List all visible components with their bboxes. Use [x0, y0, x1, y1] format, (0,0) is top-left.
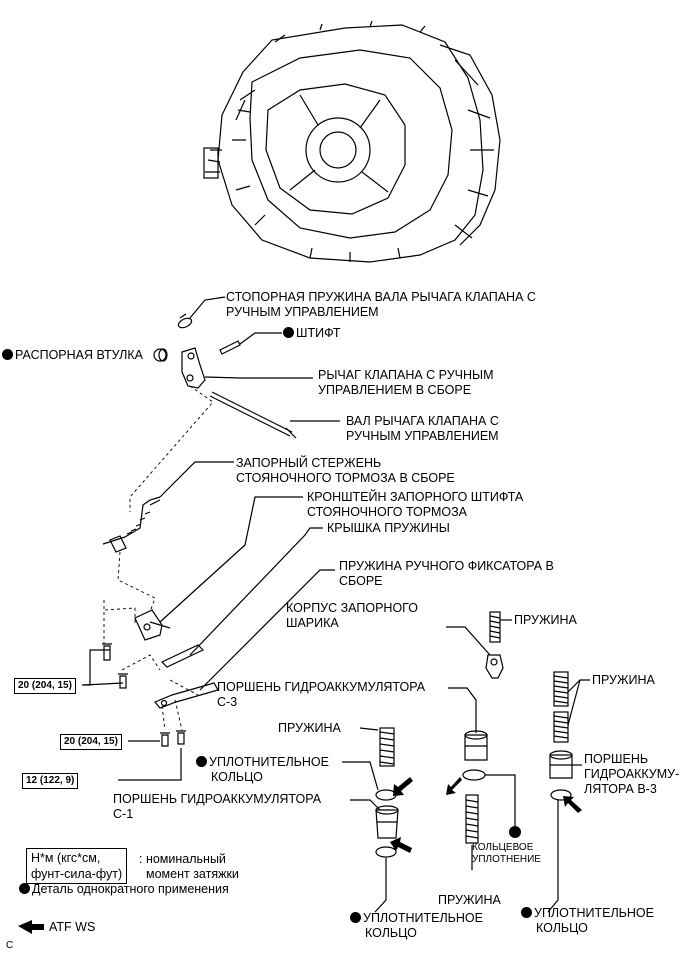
seal-ring-mid-upper-part [375, 789, 397, 801]
detent-spring-part [154, 682, 219, 709]
atf-arrow-1 [393, 777, 413, 796]
snap-ring-part [177, 313, 193, 329]
leader-piston-c3 [448, 687, 477, 733]
torque-spec-3: 12 (122, 9) [22, 773, 79, 789]
o-ring-non-reusable-dot [509, 826, 521, 838]
o-ring-part [462, 769, 486, 781]
piston-c1-part [375, 805, 399, 839]
lock-rod-part [102, 496, 161, 553]
label-spring-bottom: ПРУЖИНА [438, 893, 501, 907]
label-o-ring: КОЛЬЦЕВОЕ УПЛОТНЕНИЕ [472, 842, 541, 865]
label-spring-mid: ПРУЖИНА [278, 721, 341, 735]
spring-b3-lower-part [553, 711, 569, 743]
legend-unit-box: Н*м (кгс*см, фунт-сила-фут) [26, 848, 128, 884]
bolt-4 [176, 730, 186, 745]
ball-body-part [485, 654, 504, 679]
label-spring-right-1: ПРУЖИНА [514, 613, 577, 627]
leader-ball-body [446, 626, 491, 656]
spring-bottom-part [465, 794, 479, 844]
seal-ring-c1-part [375, 846, 397, 858]
label-detent-spring: ПРУЖИНА РУЧНОГО ФИКСАТОРА В СБОРЕ [339, 559, 554, 588]
piston-b3-part [549, 750, 573, 779]
leader-lock-rod [159, 461, 234, 498]
pawl-bracket-part [134, 609, 171, 641]
spacer-part [153, 348, 168, 362]
seal-ring-b3-part [550, 789, 572, 801]
legend-unit-desc: : номинальный момент затяжки [139, 852, 239, 881]
figure-code: C [6, 940, 14, 951]
leader-spring-cover [189, 527, 323, 656]
label-piston-b3: ПОРШЕНЬ ГИДРОАККУМУ- ЛЯТОРА В-3 [584, 752, 680, 796]
non-reusable-dot-icon [196, 756, 207, 767]
atf-arrow-2 [390, 837, 412, 853]
bolt-1 [102, 643, 112, 661]
label-ball-body: КОРПУС ЗАПОРНОГО ШАРИКА [286, 601, 418, 630]
non-reusable-dot-icon [350, 912, 361, 923]
label-seal-ring-3: УПЛОТНИТЕЛЬНОЕ КОЛЬЦО [521, 906, 654, 936]
torque-spec-1: 20 (204, 15) [14, 678, 76, 694]
leader-valve-lever [204, 376, 313, 379]
label-piston-c1: ПОРШЕНЬ ГИДРОАККУМУЛЯТОРА С-1 [113, 792, 322, 821]
label-seal-ring-2: УПЛОТНИТЕЛЬНОЕ КОЛЬЦО [350, 911, 483, 941]
leader-detent-spring [199, 569, 335, 691]
label-snap-ring: СТОПОРНАЯ ПРУЖИНА ВАЛА РЫЧАГА КЛАПАНА С … [226, 290, 536, 319]
atf-arrow-3 [446, 777, 462, 795]
label-pawl-bracket: КРОНШТЕЙН ЗАПОРНОГО ШТИФТА СТОЯНОЧНОГО Т… [307, 490, 524, 519]
label-lever-shaft: ВАЛ РЫЧАГА КЛАПАНА С РУЧНЫМ УПРАВЛЕНИЕМ [346, 414, 499, 443]
transaxle-housing [203, 20, 501, 263]
legend-atf: ATF WS [49, 920, 96, 934]
non-reusable-dot-icon [521, 907, 532, 918]
leader-pawl-bracket [159, 496, 303, 623]
legend-non-reusable: Деталь однократного применения [19, 882, 229, 897]
spring-right-upper-part [489, 611, 501, 643]
label-seal-ring-1: УПЛОТНИТЕЛЬНОЕ КОЛЬЦО [196, 755, 329, 785]
label-piston-c3: ПОРШЕНЬ ГИДРОАККУМУЛЯТОРА С-3 [217, 680, 426, 709]
label-spacer: РАСПОРНАЯ ВТУЛКА [2, 348, 143, 363]
bolt-2 [118, 673, 128, 689]
bolt-3 [160, 732, 170, 747]
spring-b3-upper-part [553, 671, 569, 707]
leader-pin [239, 332, 282, 345]
valve-lever-part [181, 347, 206, 389]
label-valve-lever: РЫЧАГ КЛАПАНА С РУЧНЫМ УПРАВЛЕНИЕМ В СБО… [318, 368, 494, 397]
non-reusable-dot-icon [19, 883, 30, 894]
lever-shaft-part [209, 391, 297, 439]
pin-part [219, 340, 241, 355]
leader-snap-ring [189, 296, 226, 319]
label-spring-right-2: ПРУЖИНА [592, 673, 655, 687]
atf-legend-arrow [18, 920, 44, 934]
label-spring-cover: КРЫШКА ПРУЖИНЫ [327, 521, 450, 535]
spring-cover-part [160, 644, 205, 668]
torque-spec-2: 20 (204, 15) [60, 734, 122, 750]
non-reusable-dot-icon [283, 327, 294, 338]
atf-arrow-4 [563, 796, 582, 813]
non-reusable-dot-icon [2, 349, 13, 360]
label-pin: ШТИФТ [283, 326, 341, 341]
spring-mid-part [379, 727, 395, 767]
piston-c3-part [464, 730, 488, 761]
label-lock-rod: ЗАПОРНЫЙ СТЕРЖЕНЬ СТОЯНОЧНОГО ТОРМОЗА В … [236, 456, 455, 485]
